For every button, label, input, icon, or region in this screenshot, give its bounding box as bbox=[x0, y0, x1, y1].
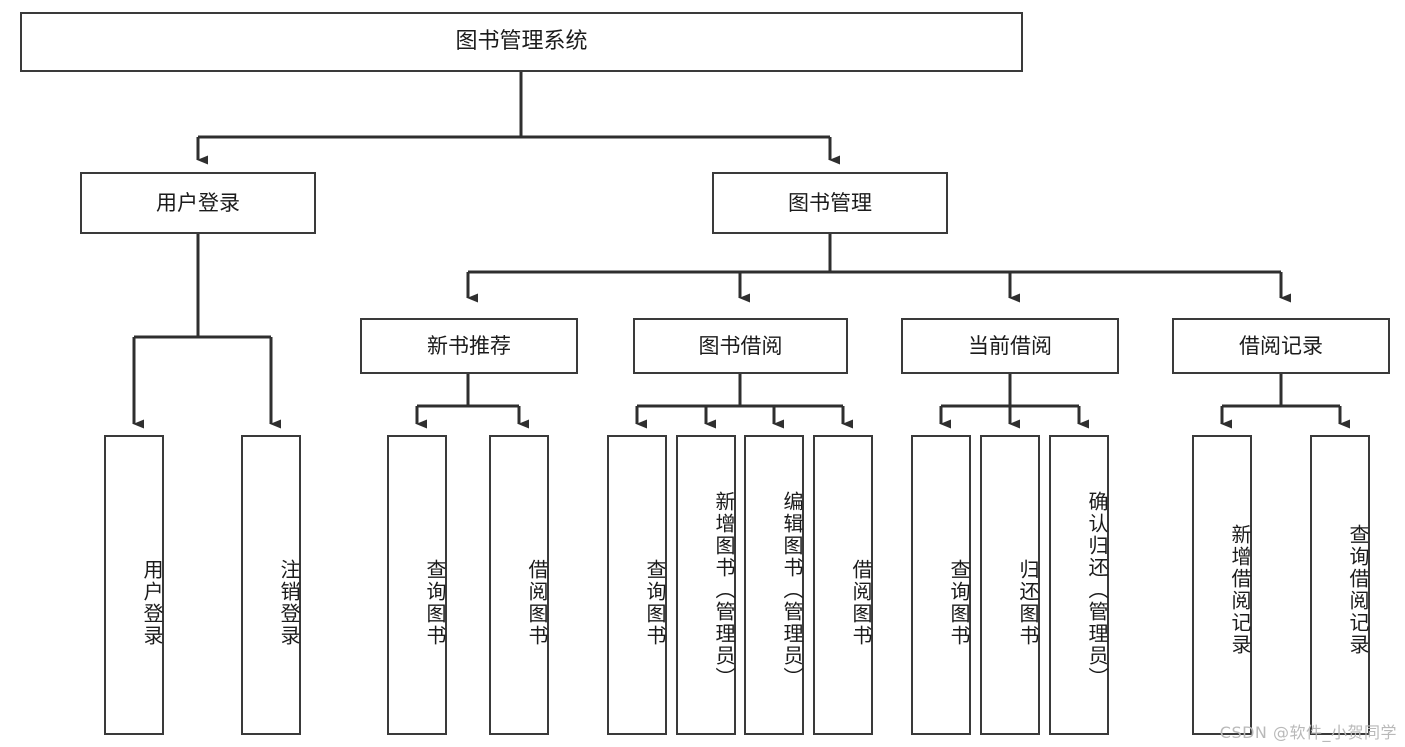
node-label: 借阅图书 bbox=[849, 559, 873, 647]
leaf-borrow-books-recommend[interactable]: 借阅图书 bbox=[489, 435, 549, 735]
node-label: 查询图书 bbox=[947, 559, 971, 647]
leaf-logout-login[interactable]: 注销登录 bbox=[241, 435, 301, 735]
node-label: 注销登录 bbox=[277, 559, 301, 647]
leaf-user-login[interactable]: 用户登录 bbox=[104, 435, 164, 735]
leaf-query-borrow-record[interactable]: 查询借阅记录 bbox=[1310, 435, 1370, 735]
node-book-management[interactable]: 图书管理 bbox=[712, 172, 948, 234]
node-label: 图书管理 bbox=[788, 190, 872, 215]
node-label: 图书管理系统 bbox=[455, 29, 588, 55]
node-label: 查询借阅记录 bbox=[1346, 524, 1370, 656]
node-new-book-recommend[interactable]: 新书推荐 bbox=[360, 318, 578, 374]
leaf-add-book-admin[interactable]: 新增图书（管理员） bbox=[676, 435, 736, 735]
node-label: 用户登录 bbox=[140, 559, 164, 647]
node-label: 新书推荐 bbox=[427, 333, 511, 358]
node-label: 当前借阅 bbox=[968, 333, 1052, 358]
node-label: 编辑图书（管理员） bbox=[780, 491, 804, 689]
node-book-borrow[interactable]: 图书借阅 bbox=[633, 318, 848, 374]
leaf-query-books-recommend[interactable]: 查询图书 bbox=[387, 435, 447, 735]
node-borrow-records[interactable]: 借阅记录 bbox=[1172, 318, 1390, 374]
node-root-library-system[interactable]: 图书管理系统 bbox=[20, 12, 1023, 72]
node-label: 借阅图书 bbox=[525, 559, 549, 647]
leaf-query-books-current[interactable]: 查询图书 bbox=[911, 435, 971, 735]
node-label: 查询图书 bbox=[423, 559, 447, 647]
leaf-query-books-borrow[interactable]: 查询图书 bbox=[607, 435, 667, 735]
leaf-return-books[interactable]: 归还图书 bbox=[980, 435, 1040, 735]
node-user-login[interactable]: 用户登录 bbox=[80, 172, 316, 234]
node-label: 图书借阅 bbox=[698, 333, 783, 358]
leaf-edit-book-admin[interactable]: 编辑图书（管理员） bbox=[744, 435, 804, 735]
csdn-watermark: CSDN @软件_小贺同学 bbox=[1219, 723, 1397, 742]
node-label: 查询图书 bbox=[643, 559, 667, 647]
node-label: 新增图书（管理员） bbox=[712, 491, 736, 689]
leaf-confirm-return-admin[interactable]: 确认归还（管理员） bbox=[1049, 435, 1109, 735]
leaf-add-borrow-record[interactable]: 新增借阅记录 bbox=[1192, 435, 1252, 735]
node-current-borrow[interactable]: 当前借阅 bbox=[901, 318, 1119, 374]
node-label: 确认归还（管理员） bbox=[1085, 491, 1109, 689]
node-label: 新增借阅记录 bbox=[1228, 524, 1252, 656]
node-label: 借阅记录 bbox=[1239, 333, 1323, 358]
leaf-borrow-books-borrow[interactable]: 借阅图书 bbox=[813, 435, 873, 735]
node-label: 归还图书 bbox=[1016, 559, 1040, 647]
node-label: 用户登录 bbox=[156, 190, 240, 215]
